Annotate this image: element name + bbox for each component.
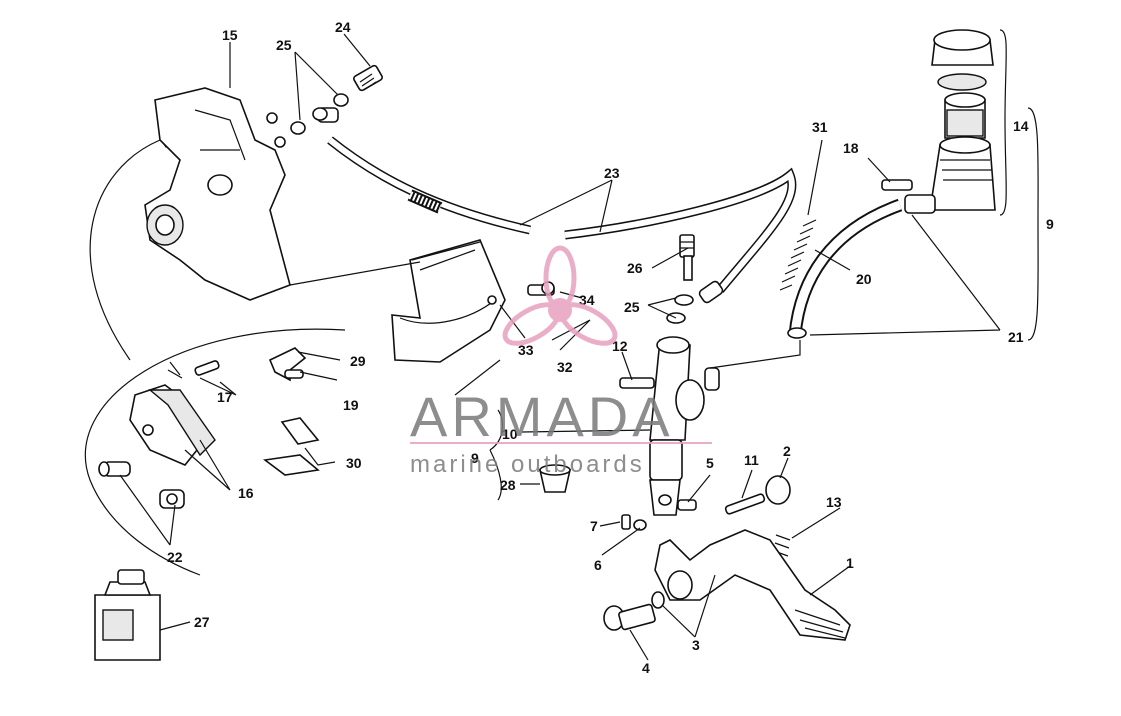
washer <box>312 107 328 121</box>
label-11: 11 <box>744 452 759 468</box>
pin-19 <box>284 369 304 379</box>
bolt-5 <box>677 499 697 511</box>
washer <box>290 121 306 135</box>
washer <box>674 294 694 306</box>
brake-fluid-bottle <box>94 569 161 661</box>
fluid-reservoir <box>904 29 996 214</box>
bolt-11 <box>724 493 766 515</box>
bleed-valve <box>679 234 695 281</box>
label-29: 29 <box>350 353 366 369</box>
bolt-12 <box>619 377 655 389</box>
spacer-2 <box>765 475 791 505</box>
label-2: 2 <box>783 443 791 459</box>
label-21: 21 <box>1008 329 1024 345</box>
brake-hose-rear <box>317 107 797 304</box>
leader-lines <box>119 29 1039 661</box>
hose-route-line <box>89 139 161 361</box>
label-20: 20 <box>856 271 872 287</box>
label-33: 33 <box>518 342 534 358</box>
pin-7 <box>621 514 631 530</box>
label-7: 7 <box>590 518 598 534</box>
watermark-brand: ARMADA <box>410 385 674 448</box>
bolt-18 <box>881 179 913 191</box>
label-23: 23 <box>604 165 620 181</box>
brake-pads <box>129 384 216 466</box>
return-spring <box>771 534 791 573</box>
rubber-cap <box>538 464 572 493</box>
hose-route-line <box>84 328 346 576</box>
watermark-tagline: marine outboards <box>410 451 645 478</box>
brake-caliper <box>144 87 291 301</box>
label-15: 15 <box>222 27 238 43</box>
label-19: 19 <box>343 397 359 413</box>
label-1: 1 <box>846 555 854 571</box>
pivot-bolt <box>603 603 656 631</box>
propeller-logo <box>502 245 618 346</box>
label-14: 14 <box>1013 118 1029 134</box>
hose-spring <box>779 219 817 291</box>
label-3: 3 <box>692 637 700 653</box>
reservoir-hose <box>787 198 903 339</box>
washer <box>333 93 349 107</box>
label-9: 9 <box>1046 216 1054 232</box>
bushing <box>159 489 185 509</box>
hose-guard <box>391 239 506 363</box>
label-27: 27 <box>194 614 210 630</box>
washer-3 <box>651 591 665 609</box>
bushing <box>98 461 131 477</box>
label-25: 25 <box>276 37 292 53</box>
label-24: 24 <box>335 19 351 35</box>
label-5: 5 <box>706 455 714 471</box>
pad-pin <box>167 360 220 379</box>
label-13: 13 <box>826 494 842 510</box>
brake-pedal <box>654 529 851 641</box>
label-12: 12 <box>612 338 628 354</box>
label-17: 17 <box>217 389 233 405</box>
label-9: 9 <box>471 450 479 466</box>
master-cylinder <box>649 336 720 516</box>
label-31: 31 <box>812 119 828 135</box>
banjo-bolt <box>353 64 383 92</box>
part-labels: 15 25 24 23 26 25 34 33 32 12 10 9 28 5 … <box>167 19 1054 676</box>
label-26: 26 <box>627 260 643 276</box>
label-16: 16 <box>238 485 254 501</box>
label-6: 6 <box>594 557 602 573</box>
watermark: ARMADA marine outboards <box>410 245 712 478</box>
label-32: 32 <box>557 359 573 375</box>
pad-spring-plate <box>262 417 320 476</box>
label-10: 10 <box>502 426 518 442</box>
label-22: 22 <box>167 549 183 565</box>
label-4: 4 <box>642 660 650 676</box>
label-30: 30 <box>346 455 362 471</box>
label-25: 25 <box>624 299 640 315</box>
washer-6 <box>633 519 647 531</box>
label-28: 28 <box>500 477 516 493</box>
label-18: 18 <box>843 140 859 156</box>
